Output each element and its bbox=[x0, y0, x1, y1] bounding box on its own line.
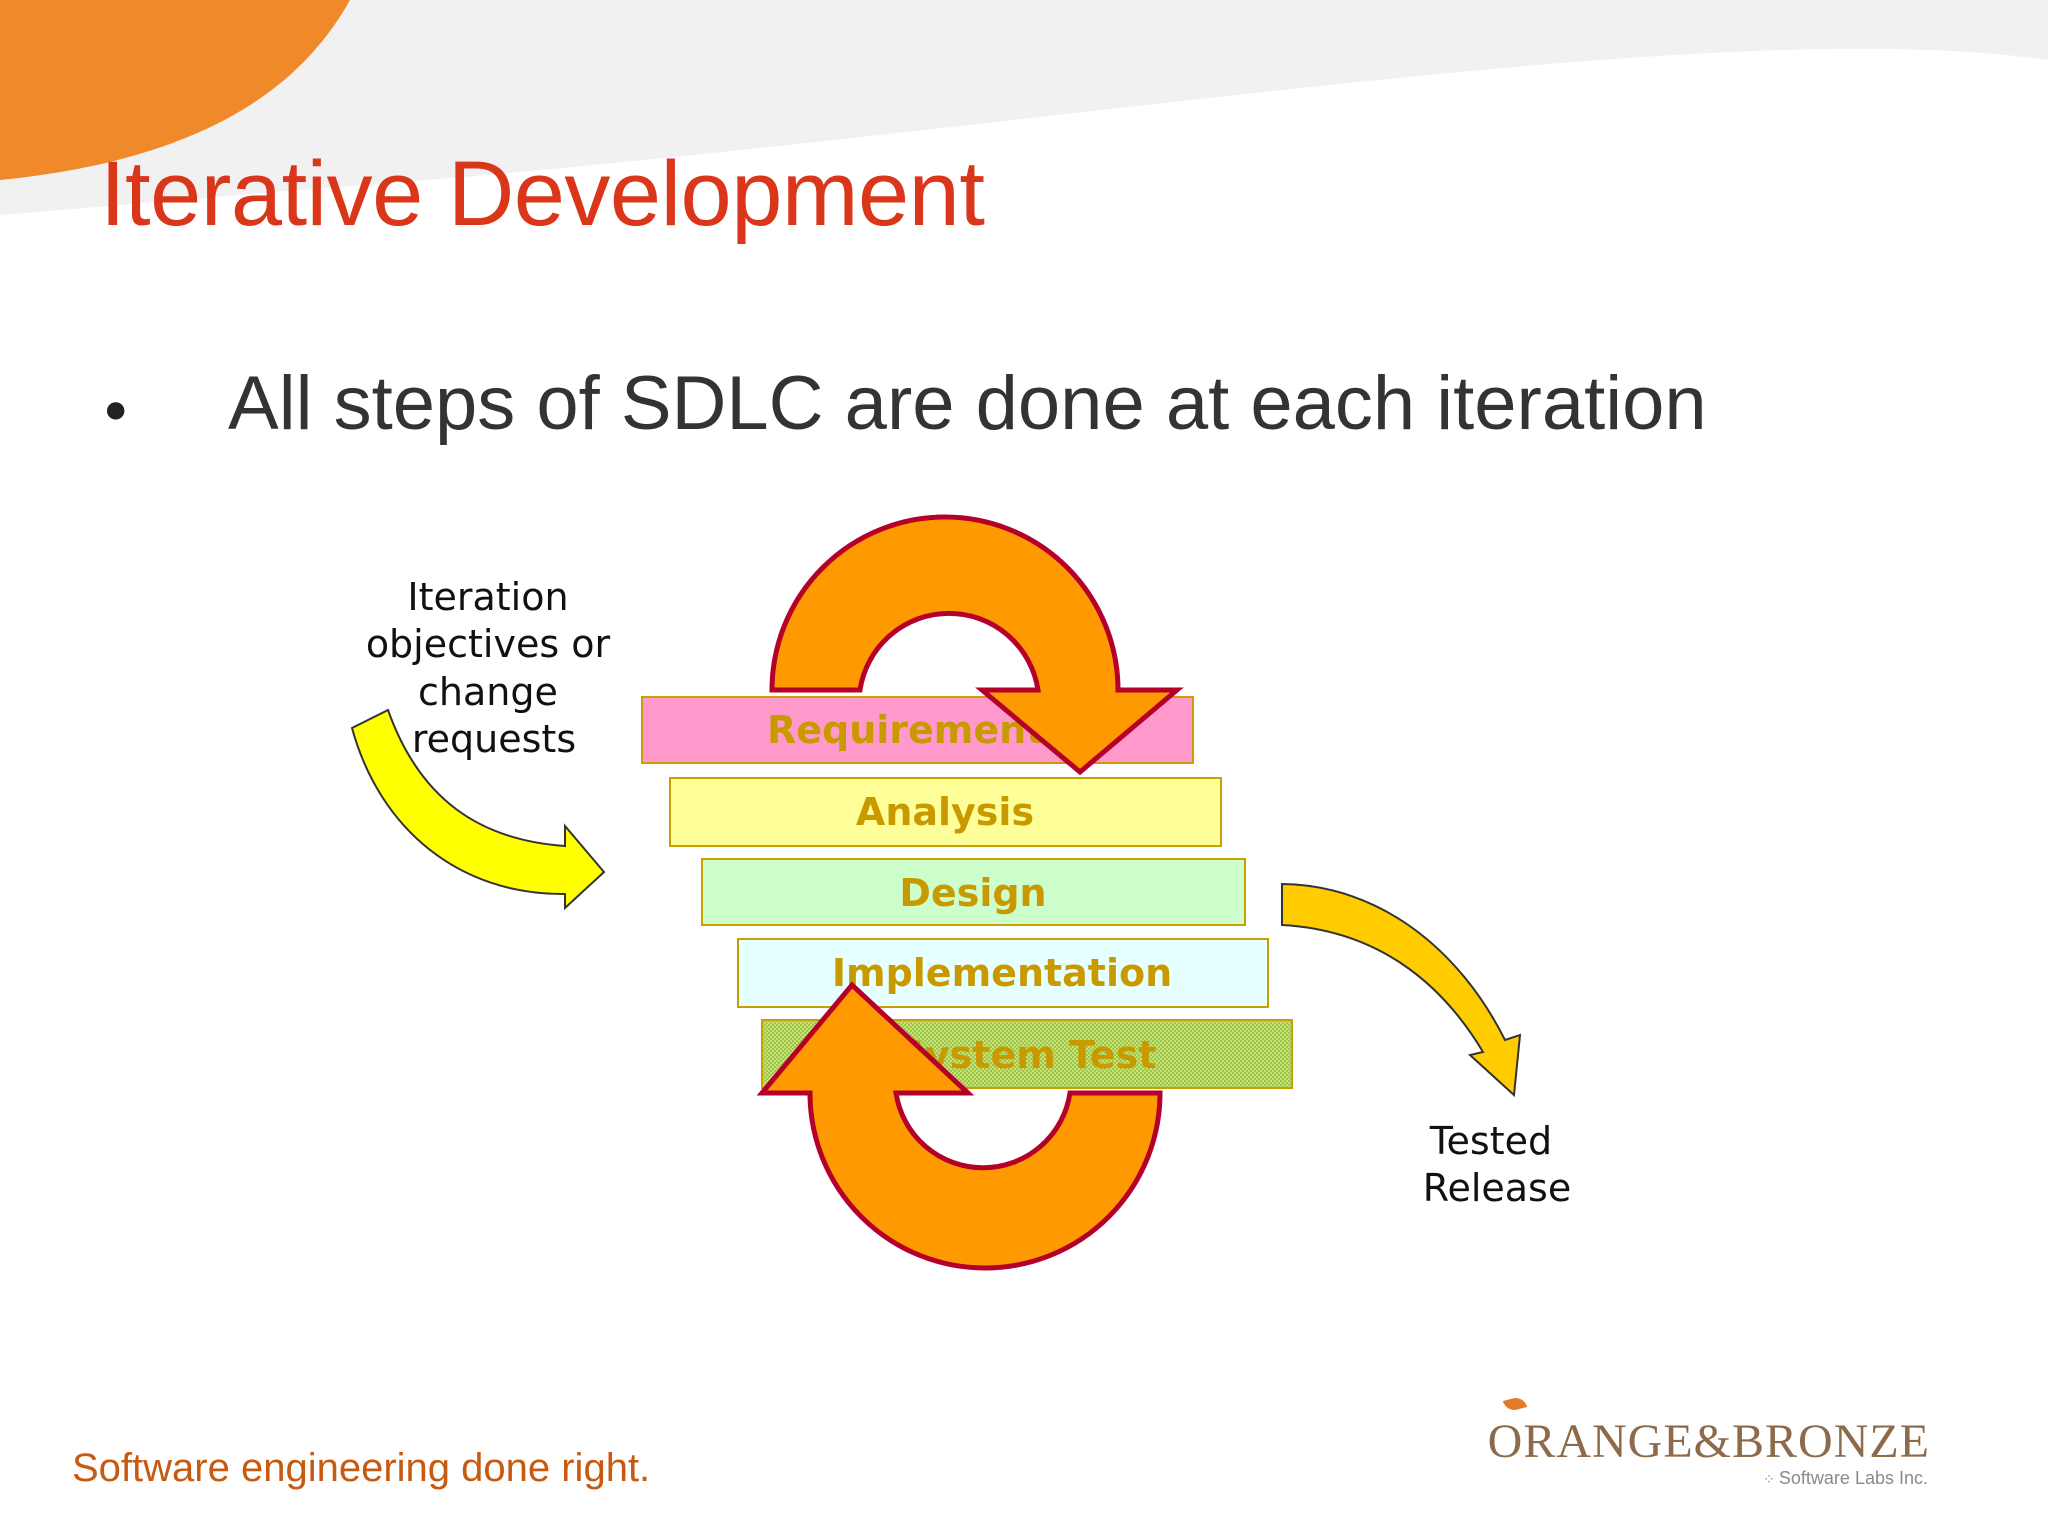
stage-implementation: Implementation bbox=[737, 938, 1269, 1008]
header-swoosh-orange bbox=[0, 0, 350, 180]
logo-subtitle: ⁘Software Labs Inc. bbox=[1763, 1468, 1928, 1489]
stage-design: Design bbox=[701, 858, 1246, 926]
output-label-line: Tested bbox=[1429, 1119, 1552, 1163]
stage-label: Analysis bbox=[856, 790, 1034, 834]
logo-dots-icon: ⁘ bbox=[1763, 1471, 1775, 1487]
output-arrow bbox=[1281, 882, 1522, 1098]
header-swoosh-gray bbox=[0, 0, 2048, 215]
input-label-line: requests bbox=[412, 717, 576, 761]
input-label-line: objectives or bbox=[366, 622, 611, 666]
stage-label: Design bbox=[899, 871, 1046, 915]
input-label: Iteration objectives or change requests bbox=[366, 575, 622, 761]
company-logo: ORANGE&BRONZE ⁘Software Labs Inc. bbox=[1488, 1392, 1930, 1492]
input-label-line: change bbox=[418, 670, 558, 714]
bullet-item: • All steps of SDLC are done at each ite… bbox=[98, 360, 1798, 460]
output-label: Tested Release bbox=[1423, 1119, 1571, 1210]
bullet-marker: • bbox=[98, 378, 134, 448]
stage-label: Implementation bbox=[832, 951, 1172, 995]
footer-tagline: Software engineering done right. bbox=[72, 1446, 651, 1490]
bullet-text: All steps of SDLC are done at each itera… bbox=[228, 361, 1707, 446]
logo-subtitle-text: Software Labs Inc. bbox=[1778, 1468, 1928, 1488]
output-label-line: Release bbox=[1423, 1166, 1571, 1210]
input-arrow bbox=[350, 708, 606, 911]
orange-leaf-icon bbox=[1502, 1395, 1528, 1413]
cycle-arrow-top bbox=[769, 514, 1184, 776]
cycle-arrow-bottom bbox=[756, 981, 1163, 1271]
slide-title: Iterative Development bbox=[100, 143, 985, 245]
input-label-line: Iteration bbox=[407, 575, 568, 619]
stage-analysis: Analysis bbox=[669, 777, 1222, 847]
logo-wordmark: ORANGE&BRONZE bbox=[1487, 1415, 1930, 1468]
